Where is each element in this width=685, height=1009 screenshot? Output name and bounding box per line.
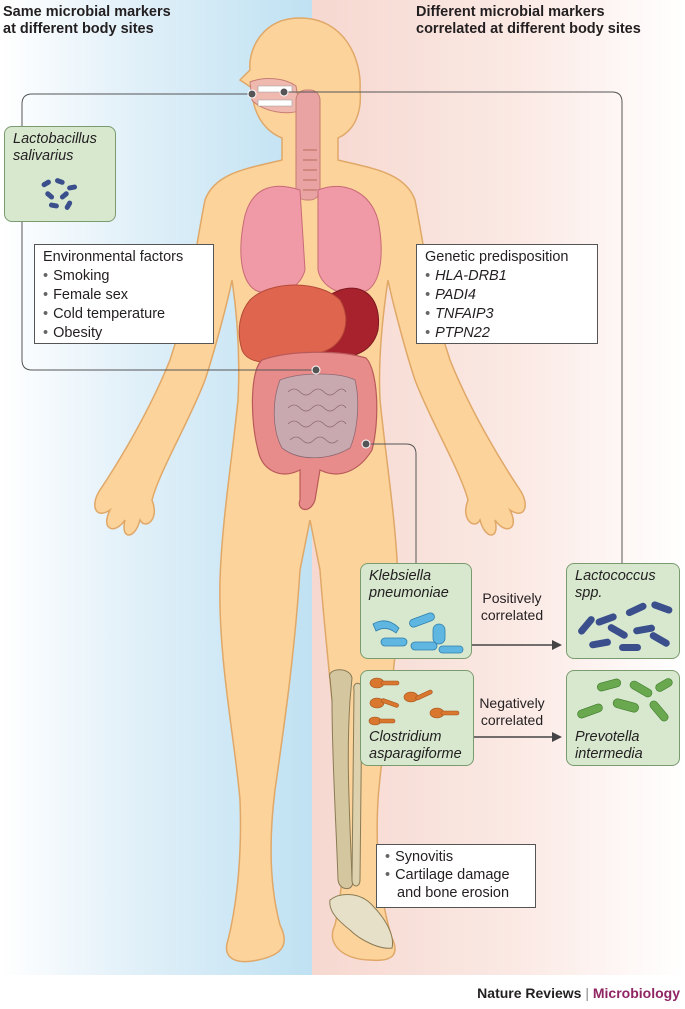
oral-cavity	[249, 78, 321, 201]
joint-damage-list: Synovitis Cartilage damage	[385, 848, 527, 884]
environmental-list: Smoking Female sex Cold temperature Obes…	[43, 267, 205, 343]
lactococcus-bacteria-icon	[578, 601, 673, 651]
environmental-title: Environmental factors	[43, 249, 184, 265]
journal-name: Nature Reviews	[477, 985, 582, 1001]
prevotella-bacteria-icon	[577, 678, 673, 722]
positive-correlation-label: Positively correlated	[462, 590, 562, 624]
klebsiella-line-1: Klebsiella	[369, 568, 432, 584]
liver-and-stomach	[238, 284, 380, 363]
positive-line-1: Positively	[482, 590, 542, 606]
heading-left: Same microbial markers at different body…	[3, 4, 171, 38]
positive-line-2: correlated	[480, 607, 544, 623]
klebsiella-bacteria-icon	[372, 612, 464, 654]
heading-right: Different microbial markers correlated a…	[416, 4, 641, 38]
prevotella-line-1: Prevotella	[575, 729, 640, 745]
prevotella-label: Prevotella intermedia	[575, 729, 643, 763]
intestines	[251, 351, 378, 510]
genetic-predisposition-box: Genetic predisposition HLA-DRB1 PADI4 TN…	[416, 244, 598, 344]
klebsiella-label: Klebsiella pneumoniae	[369, 568, 449, 602]
environmental-factors-box: Environmental factors Smoking Female sex…	[34, 244, 214, 344]
negative-correlation-label: Negatively correlated	[462, 695, 562, 729]
environmental-item: Obesity	[43, 324, 205, 343]
lactobacillus-line-1: Lactobacillus	[13, 131, 97, 147]
lactococcus-line-1: Lactococcus	[575, 568, 656, 584]
klebsiella-box: Klebsiella pneumoniae	[360, 563, 472, 659]
connector-lines	[21, 91, 623, 566]
joint-item-continuation: and bone erosion	[397, 885, 510, 901]
negative-line-1: Negatively	[479, 695, 545, 711]
klebsiella-line-2: pneumoniae	[369, 585, 449, 601]
environmental-item: Smoking	[43, 267, 205, 286]
clostridium-line-2: asparagiforme	[369, 746, 462, 762]
joint-item: Cartilage damage	[385, 866, 527, 884]
clostridium-line-1: Clostridium	[369, 729, 442, 745]
joint-damage-box: Synovitis Cartilage damage and bone eros…	[376, 844, 536, 908]
genetic-item: TNFAIP3	[425, 305, 589, 324]
genetic-title: Genetic predisposition	[425, 249, 569, 265]
lactococcus-box: Lactococcus spp.	[566, 563, 680, 659]
prevotella-box: Prevotella intermedia	[566, 670, 680, 766]
genetic-list: HLA-DRB1 PADI4 TNFAIP3 PTPN22	[425, 267, 589, 343]
environmental-item: Cold temperature	[43, 305, 205, 324]
clostridium-spores-icon	[368, 677, 460, 726]
negative-line-2: correlated	[480, 712, 544, 728]
clostridium-box: Clostridium asparagiforme	[360, 670, 474, 766]
lactobacillus-bacteria-icon	[41, 178, 78, 210]
environmental-item: Female sex	[43, 286, 205, 305]
lactobacillus-line-2: salivarius	[13, 148, 74, 164]
lactococcus-label: Lactococcus spp.	[575, 568, 656, 602]
joint-item: Synovitis	[385, 848, 527, 866]
heading-left-line-1: Same microbial markers	[3, 4, 171, 20]
heading-left-line-2: at different body sites	[3, 21, 154, 37]
heading-right-line-1: Different microbial markers	[416, 4, 605, 20]
prevotella-line-2: intermedia	[575, 746, 643, 762]
journal-section: Microbiology	[592, 985, 680, 1001]
clostridium-label: Clostridium asparagiforme	[369, 729, 462, 763]
credit-separator: |	[585, 985, 589, 1001]
lactococcus-line-2: spp.	[575, 585, 603, 601]
journal-credit: Nature Reviews | Microbiology	[477, 985, 680, 1001]
genetic-item: PTPN22	[425, 324, 589, 343]
lungs	[240, 185, 382, 295]
heading-right-line-2: correlated at different body sites	[416, 21, 641, 37]
leg-bones	[329, 669, 394, 949]
lactobacillus-label: Lactobacillus salivarius	[13, 131, 97, 165]
lactobacillus-box: Lactobacillus salivarius	[4, 126, 116, 222]
marker-dots	[247, 87, 371, 449]
genetic-item: PADI4	[425, 286, 589, 305]
genetic-item: HLA-DRB1	[425, 267, 589, 286]
